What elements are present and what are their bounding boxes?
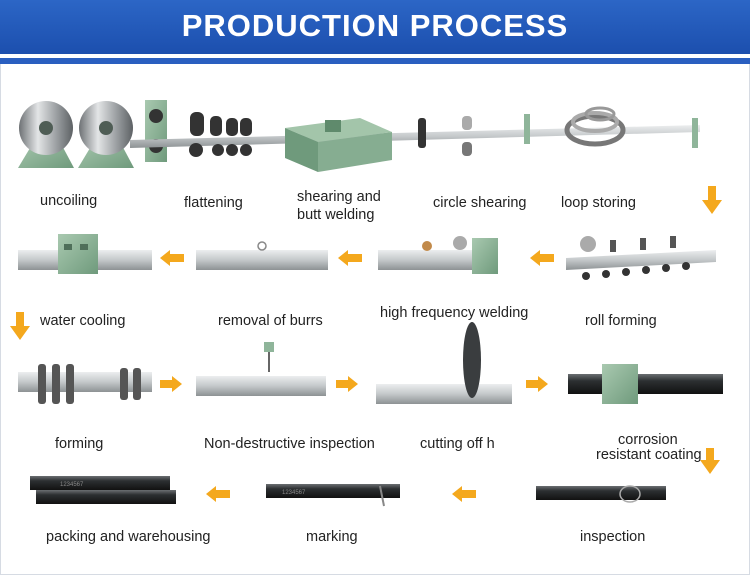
steel-strip: [130, 125, 700, 148]
label-shearing-line1: shearing and: [297, 189, 381, 205]
label-circle-shearing: circle shearing: [433, 195, 527, 211]
arrow-left-icon: [530, 250, 554, 266]
marking-pipe: 1234567: [266, 484, 400, 507]
label-flattening: flattening: [184, 195, 243, 211]
shear-welder-machine: [285, 118, 392, 172]
deburr-tube: [196, 241, 328, 270]
page-title: PRODUCTION PROCESS: [181, 8, 569, 43]
label-hf-welding: high frequency welding: [380, 305, 529, 321]
arrow-down-icon: [700, 448, 720, 474]
label-corrosion-line2: resistant coating: [596, 447, 702, 463]
strip-end-guide: [692, 118, 698, 148]
arrow-down-icon: [10, 312, 30, 340]
inspection-pipe: [536, 485, 666, 503]
arrow-right-icon: [526, 376, 548, 392]
label-inspection: inspection: [580, 529, 646, 545]
flattening-rollers: [189, 112, 252, 157]
forming-tube: [18, 364, 152, 404]
label-corrosion-line1: corrosion: [618, 432, 678, 448]
label-removal-of-burrs: removal of burrs: [218, 313, 323, 329]
label-marking: marking: [306, 529, 358, 545]
packed-pipes: 1234567: [30, 476, 176, 504]
arrow-down-icon: [702, 186, 722, 214]
header-banner: [0, 0, 750, 54]
label-loop-storing: loop storing: [561, 195, 636, 211]
roll-forming-line: [566, 236, 716, 280]
label-roll-forming: roll forming: [585, 313, 657, 329]
label-ndi: Non-destructive inspection: [204, 436, 375, 452]
svg-text:1234567: 1234567: [60, 482, 84, 488]
svg-text:1234567: 1234567: [282, 490, 306, 496]
strip-guide: [524, 114, 530, 144]
circle-shear-roller: [418, 116, 472, 156]
header-rule: [0, 58, 750, 64]
flattener-stand: [145, 100, 167, 162]
arrow-right-icon: [336, 376, 358, 392]
coating-tube: [568, 364, 723, 404]
label-water-cooling: water cooling: [40, 313, 126, 329]
label-cutting-off: cutting off h: [420, 436, 495, 452]
ndi-tube: [196, 342, 326, 396]
uncoiler-coil-2: [78, 101, 134, 168]
arrow-left-icon: [206, 486, 230, 502]
arrow-left-icon: [160, 250, 184, 266]
label-shearing-line2: butt welding: [297, 207, 375, 223]
uncoiler-coil-1: [18, 101, 74, 168]
label-packing: packing and warehousing: [46, 529, 211, 545]
water-cooling-tube: [18, 234, 152, 274]
hf-welding-tube: [378, 236, 498, 274]
loop-accumulator: [564, 106, 626, 147]
cut-off-saw: [376, 322, 512, 404]
arrow-left-icon: [452, 486, 476, 502]
arrow-right-icon: [160, 376, 182, 392]
arrow-left-icon: [338, 250, 362, 266]
label-uncoiling: uncoiling: [40, 193, 98, 209]
label-forming: forming: [55, 436, 104, 452]
